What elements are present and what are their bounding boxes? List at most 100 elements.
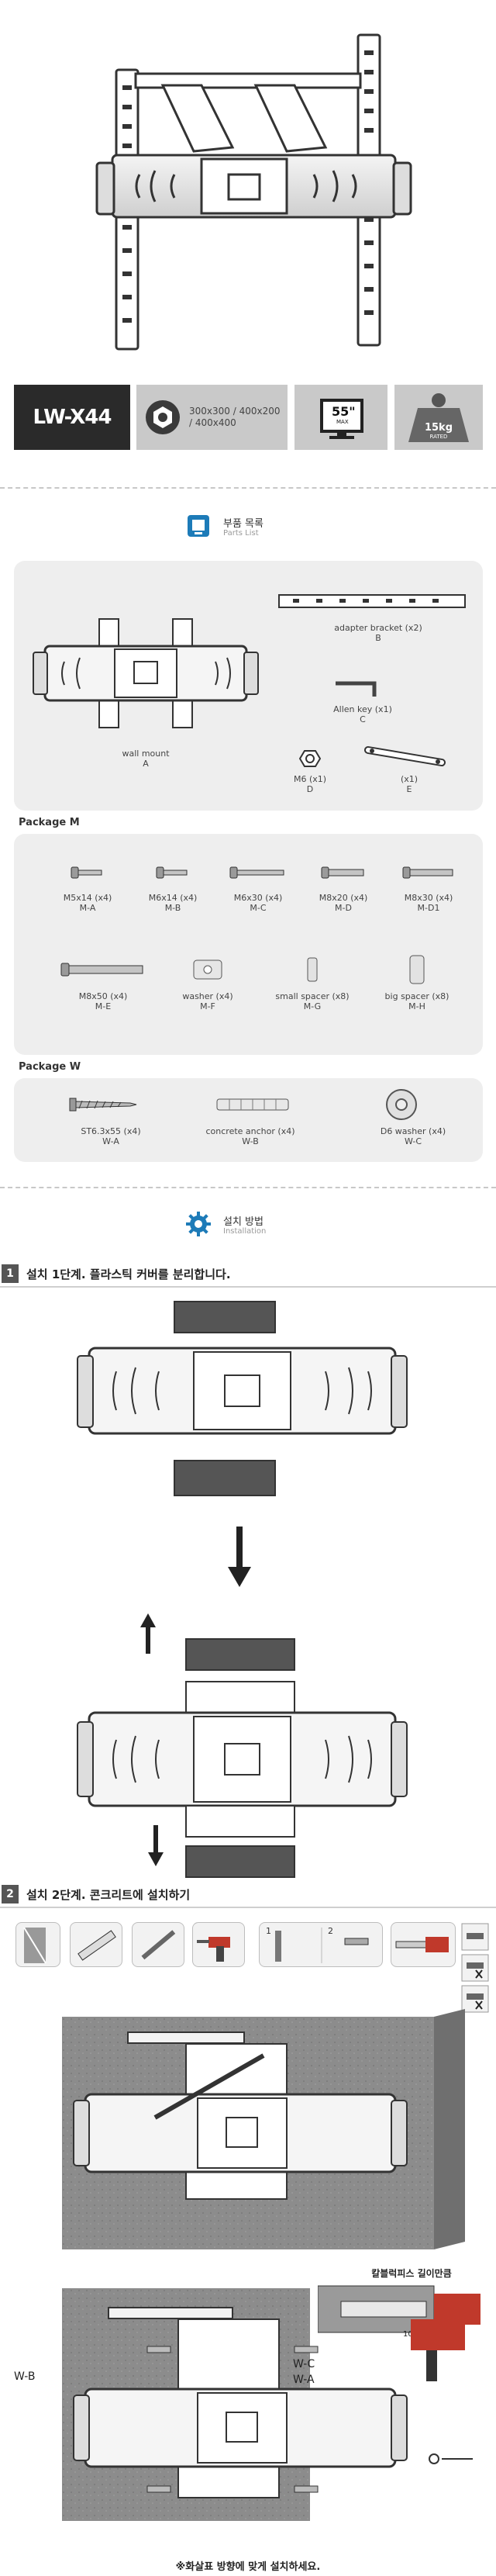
wall-mount-image <box>33 618 259 728</box>
parts-list-icon <box>188 515 209 537</box>
tv-size: 55" <box>332 404 356 419</box>
adapter-bracket-image <box>278 594 466 608</box>
tv-icon <box>320 399 363 439</box>
nut-name: M6 (x1) <box>293 774 327 784</box>
wa-label: W-A <box>293 2374 315 2386</box>
package-m-item: washer (x4)M-F <box>165 954 250 1011</box>
package-m-item: small spacer (x8)M-G <box>270 954 355 1011</box>
wall-mount-label: wall mount A <box>84 749 208 769</box>
nut-image <box>299 750 321 767</box>
step1-text: 설치 1단계. 플라스틱 커버를 분리합니다. <box>26 1267 231 1281</box>
step1-header: 1 설치 1단계. 플라스틱 커버를 분리합니다. <box>0 1264 496 1288</box>
install-note: ※화살표 방향에 맞게 설치하세요. <box>175 2561 321 2573</box>
step1-illustration <box>77 1301 408 1878</box>
bolt-icon <box>71 866 102 879</box>
package-m-item-code: M-G <box>303 1001 322 1011</box>
allen-key-code: C <box>360 714 366 724</box>
step2-number: 2 <box>2 1885 19 1903</box>
package-m-item-name: M8x30 (x4) <box>404 893 453 903</box>
package-w-item-name: concrete anchor (x4) <box>205 1126 295 1136</box>
step2-header: 2 설치 2단계. 콘크리트에 설치하기 <box>0 1885 496 1908</box>
bolt-icon <box>321 866 363 879</box>
bolt-icon <box>402 866 453 879</box>
part-e-name: (x1) <box>400 774 418 784</box>
allen-key-image <box>336 681 377 697</box>
d6-washer-image <box>386 1089 417 1120</box>
package-w-item-code: W-C <box>404 1136 422 1146</box>
allen-key-label: Allen key (x1) C <box>316 704 409 724</box>
package-m-item-name: M8x50 (x4) <box>78 991 128 1001</box>
package-w-panel: ST6.3x55 (x4)W-A concrete anchor (x4)W-B D… <box>14 1078 483 1162</box>
package-m-title: Package M <box>19 817 80 828</box>
package-m-item-code: M-H <box>408 1001 425 1011</box>
wc-label: W-C <box>293 2358 315 2370</box>
adapter-label: adapter bracket (x2) B <box>301 623 456 643</box>
package-m-item-name: washer (x4) <box>182 991 233 1001</box>
tool-pencil <box>132 1922 184 1967</box>
washer-icon <box>193 960 222 980</box>
bolt-icon <box>229 866 284 879</box>
tv-size-spec: 55" MAX <box>294 385 388 450</box>
wall-mount-name: wall mount <box>122 749 170 759</box>
package-m-item-name: small spacer (x8) <box>275 991 350 1001</box>
package-m-item-name: M5x14 (x4) <box>63 893 112 903</box>
tool-step-2: 2 <box>328 1926 333 1936</box>
package-m-item-code: M-F <box>200 1001 215 1011</box>
wb-label: W-B <box>14 2370 36 2383</box>
package-m-item-name: M6x14 (x4) <box>148 893 198 903</box>
step2-wall-illustration-2 <box>62 2288 473 2521</box>
part-e-image <box>364 746 446 766</box>
package-m-item-name: M8x20 (x4) <box>319 893 368 903</box>
package-m-item: M8x20 (x4)M-D <box>308 865 378 913</box>
tool-level <box>70 1922 122 1967</box>
tool-step-box: 1 2 <box>259 1922 383 1967</box>
gear-icon <box>186 1212 211 1236</box>
step2-text: 설치 2단계. 콘크리트에 설치하기 <box>26 1888 191 1902</box>
vesa-icon <box>146 400 180 434</box>
part-e-label: (x1) E <box>378 774 440 794</box>
parts-panel: wall mount A adapter bracket (x2) B Alle… <box>14 561 483 811</box>
package-m-item-code: M-C <box>250 903 267 913</box>
concrete-anchor-image <box>216 1098 289 1111</box>
package-w-item-code: W-B <box>242 1136 259 1146</box>
adapter-name: adapter bracket (x2) <box>334 623 422 633</box>
divider <box>0 1187 496 1188</box>
step2-wall-illustration-1 <box>62 2009 465 2249</box>
long-bolt-icon <box>60 963 143 977</box>
install-title: 설치 방법 <box>223 1216 264 1228</box>
parts-section-header: 부품 목록 Parts List <box>184 512 339 543</box>
parts-subtitle: Parts List <box>223 529 259 538</box>
big-spacer-icon <box>409 955 425 984</box>
small-spacer-icon <box>307 957 318 982</box>
product-hero-image <box>0 0 496 372</box>
package-w-item-name: D6 washer (x4) <box>380 1126 446 1136</box>
install-subtitle: Installation <box>223 1227 267 1236</box>
package-m-item-name: M6x30 (x4) <box>233 893 283 903</box>
package-m-item: M8x50 (x4)M-E <box>60 954 146 1011</box>
package-m-item: M5x14 (x4)M-A <box>53 865 122 913</box>
vesa-line1: 300x300 / 400x200 <box>189 406 281 417</box>
package-w-item: D6 washer (x4)W-C <box>355 1126 471 1146</box>
package-w-title: Package W <box>19 1061 81 1073</box>
package-w-item: ST6.3x55 (x4)W-A <box>53 1126 169 1146</box>
tool-check-column <box>460 1922 490 2015</box>
package-w-item-name: ST6.3x55 (x4) <box>81 1126 141 1136</box>
nut-label: M6 (x1) D <box>279 774 341 794</box>
vesa-line2: / 400x400 <box>189 417 236 428</box>
package-m-item-code: M-A <box>79 903 96 913</box>
package-m-item: big spacer (x8)M-H <box>374 954 460 1011</box>
drill-depth-label: 칼블럭피스 길이만큼 <box>371 2268 452 2279</box>
tool-drill <box>192 1922 245 1967</box>
weight-icon <box>408 393 469 442</box>
bolt-icon <box>156 866 188 879</box>
package-m-item-code: M-B <box>164 903 181 913</box>
part-e-code: E <box>406 784 412 794</box>
parts-title: 부품 목록 <box>223 518 264 530</box>
package-m-item-code: M-E <box>95 1001 112 1011</box>
package-w-item: concrete anchor (x4)W-B <box>192 1126 308 1146</box>
allen-key-name: Allen key (x1) <box>333 704 392 714</box>
package-m-item: M6x30 (x4)M-C <box>223 865 293 913</box>
divider <box>0 487 496 489</box>
package-m-item: M8x30 (x4)M-D1 <box>394 865 463 913</box>
